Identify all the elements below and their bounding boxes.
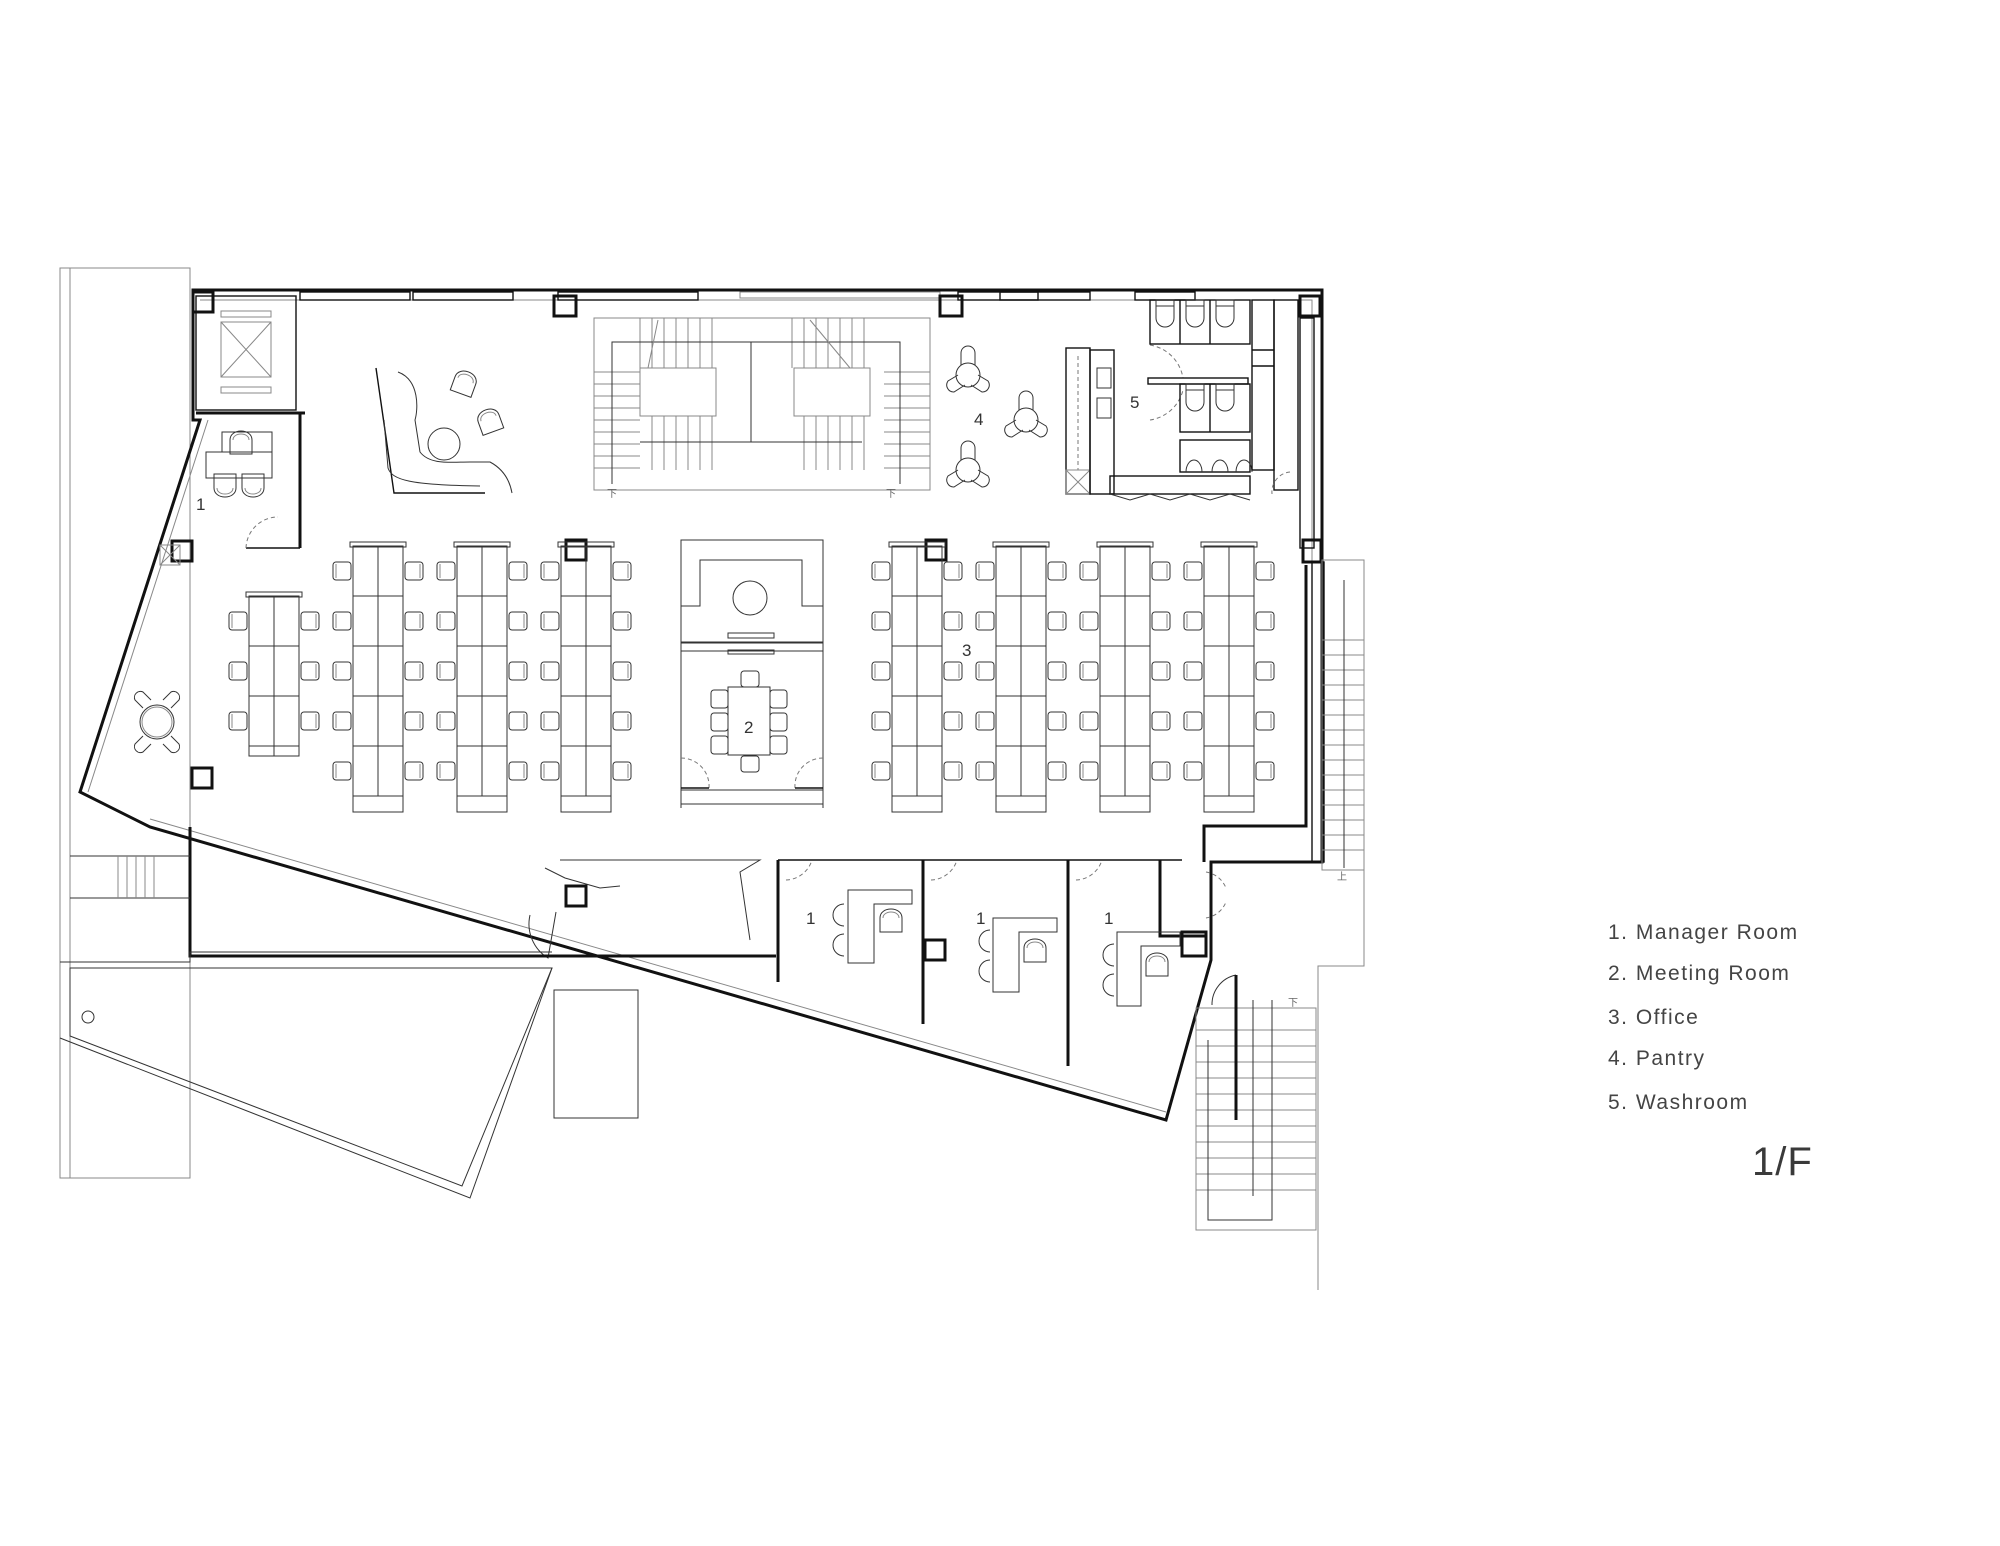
legend-item-manager-room: 1. Manager Room bbox=[1608, 921, 1799, 944]
room-label-office: 3 bbox=[962, 641, 971, 660]
room-label-manager-s2: 1 bbox=[976, 909, 985, 928]
stair-down-mark: 下 bbox=[886, 489, 896, 500]
room-label-pantry: 4 bbox=[974, 410, 983, 429]
room-label-meeting: 2 bbox=[744, 718, 753, 737]
stair-down-mark: 下 bbox=[607, 489, 617, 500]
stair-up-mark: 上 bbox=[1337, 871, 1347, 883]
legend: 1. Manager Room 2. Meeting Room 3. Offic… bbox=[1608, 912, 1799, 1123]
room-label-manager-s3: 1 bbox=[1104, 909, 1113, 928]
legend-item-pantry: 4. Pantry bbox=[1608, 1047, 1706, 1070]
legend-item-meeting-room: 2. Meeting Room bbox=[1608, 962, 1791, 985]
floor-level-label: 1/F bbox=[1752, 1140, 1813, 1184]
room-label-manager-nw: 1 bbox=[196, 495, 205, 514]
legend-item-office: 3. Office bbox=[1608, 1006, 1700, 1029]
room-label-manager-s1: 1 bbox=[806, 909, 815, 928]
room-label-washroom: 5 bbox=[1130, 393, 1139, 412]
stair-down-mark: 下 bbox=[1288, 998, 1298, 1009]
legend-item-washroom: 5. Washroom bbox=[1608, 1091, 1749, 1114]
